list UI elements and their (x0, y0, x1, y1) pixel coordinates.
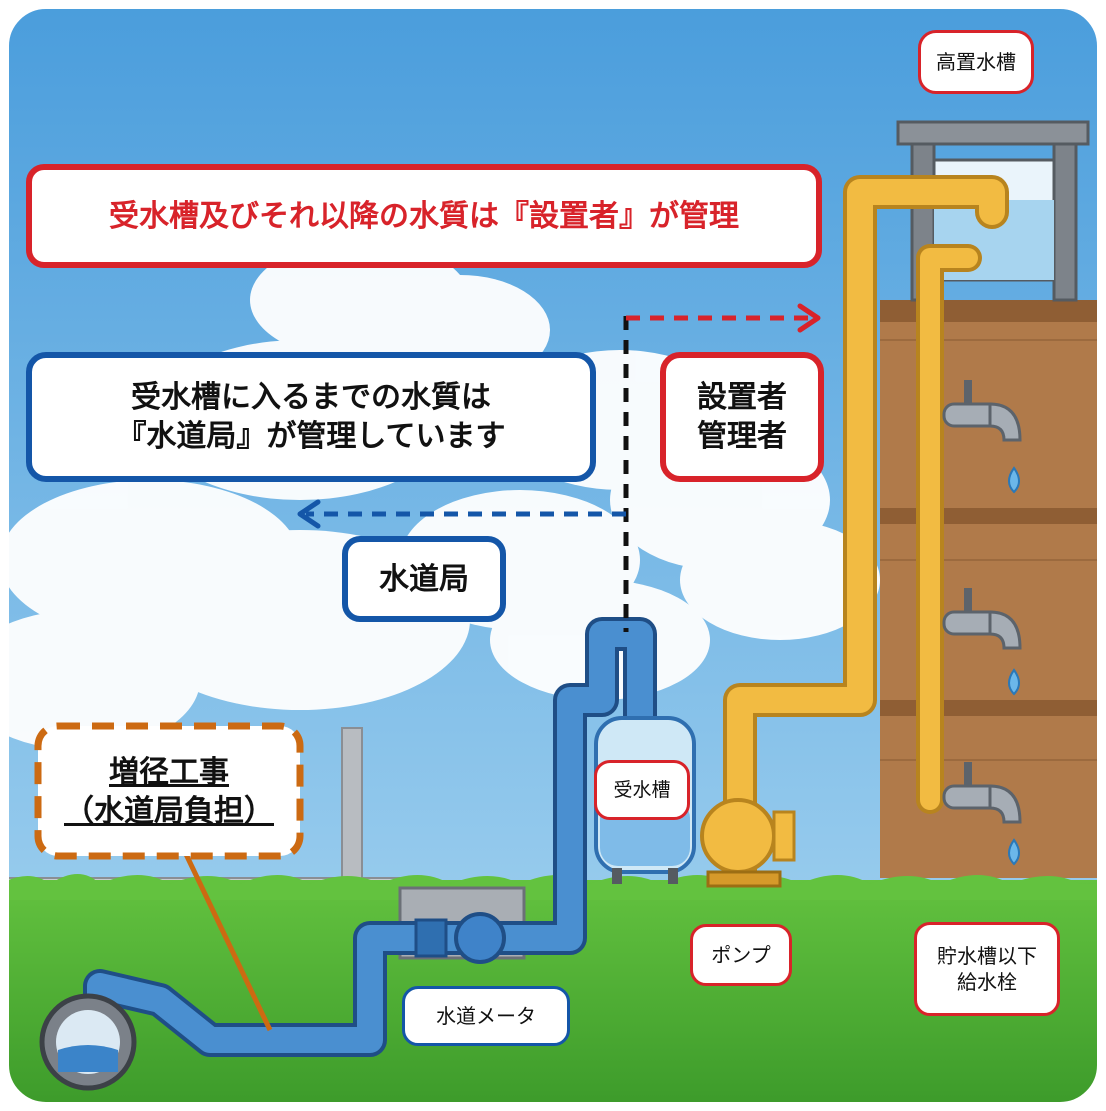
faucets (942, 380, 1022, 866)
expansion-line1: 増径工事 (109, 755, 229, 790)
elevated-tank-text: 高置水槽 (936, 50, 1016, 74)
pump-text: ポンプ (711, 943, 771, 967)
faucets-line1: 貯水槽以下 (937, 944, 1037, 968)
waterworks-bureau-label: 水道局 (342, 536, 506, 622)
installer-label: 設置者 管理者 (660, 352, 824, 482)
waterworks-notice-line1: 受水槽に入るまでの水質は (131, 380, 491, 415)
yellow-piping (723, 175, 1009, 897)
receiving-tank-label: 受水槽 (594, 760, 690, 820)
expansion-work-label: 増径工事 （水道局負担） (48, 738, 290, 846)
waterworks-notice: 受水槽に入るまでの水質は 『水道局』が管理しています (26, 352, 596, 482)
expansion-line2: （水道局負担） (64, 794, 274, 829)
receiving-tank-text: 受水槽 (613, 778, 671, 801)
header-text: 受水槽及びそれ以降の水質は『設置者』が管理 (109, 198, 739, 234)
elevated-tank-label: 高置水槽 (918, 30, 1034, 94)
waterworks-notice-line2: 『水道局』が管理しています (116, 419, 506, 454)
arrows (181, 303, 821, 1032)
water-main (39, 993, 137, 1091)
waterworks-bureau-text: 水道局 (379, 561, 469, 597)
header-banner: 受水槽及びそれ以降の水質は『設置者』が管理 (26, 164, 822, 268)
installer-line2: 管理者 (697, 419, 787, 454)
water-meter-label: 水道メータ (402, 986, 570, 1046)
water-meter-text: 水道メータ (436, 1004, 536, 1028)
pump (700, 798, 796, 888)
pump-label: ポンプ (690, 924, 792, 986)
installer-line1: 設置者 (697, 380, 787, 415)
frame-border (3, 3, 1103, 1108)
faucets-line2: 給水栓 (957, 970, 1017, 994)
faucets-label: 貯水槽以下 給水栓 (914, 922, 1060, 1016)
expansion-box-border (34, 722, 304, 860)
water-meter (414, 912, 506, 964)
